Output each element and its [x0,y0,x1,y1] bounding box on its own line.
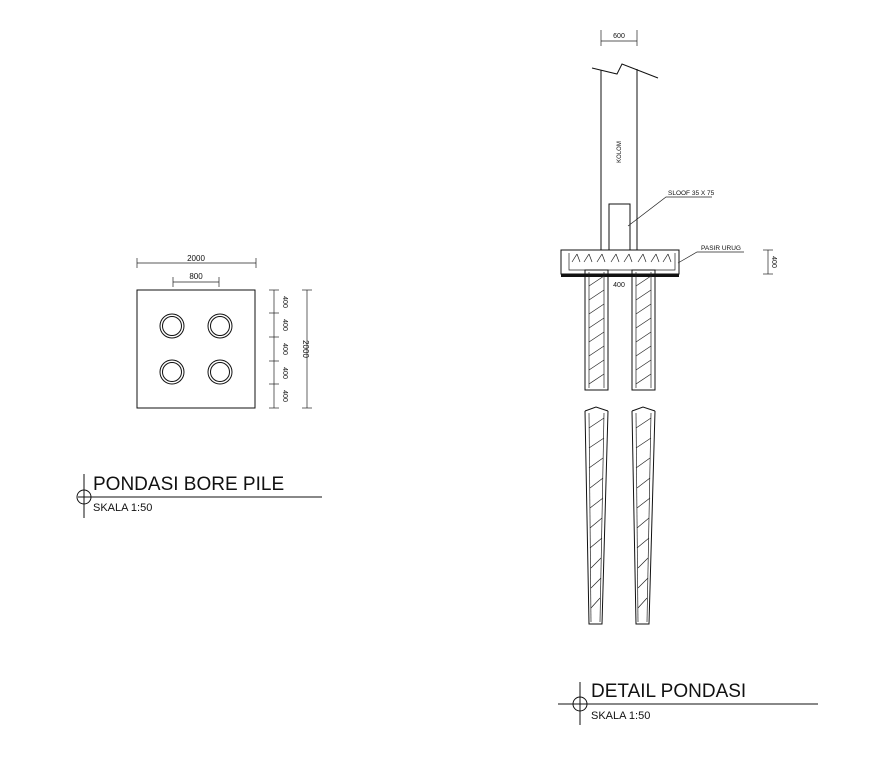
plan-scale: SKALA 1:50 [93,502,152,514]
pile-cap-section [560,249,680,277]
bore-pile-4-inner [210,362,230,382]
dim-spacing: 800 [172,272,220,287]
dim-side-5: 400 [281,390,288,402]
bore-pile-1 [159,313,185,339]
dim-side-chain: 400 400 400 400 400 [269,289,288,409]
bore-pile-left-upper [584,269,609,391]
column: KOLOM [591,63,659,250]
plan-title: PONDASI BORE PILE [93,474,284,495]
dim-side-1: 400 [281,296,288,308]
detail-title-block: DETAIL PONDASI SKALA 1:50 [558,681,818,725]
bore-pile-3-inner [162,362,182,382]
dim-spacing-label: 800 [189,272,203,281]
sloof-beam [608,203,631,251]
bore-pile-circles [159,313,233,385]
plan-view: 2000 800 [76,254,322,518]
detail-view: 600 KOLOM SLOOF 35 X 75 [558,30,818,725]
dim-column-label: 600 [613,33,625,40]
detail-scale: SKALA 1:50 [591,710,650,722]
bore-pile-2-inner [210,316,230,336]
lean-concrete-layer [561,274,679,277]
dim-side-3: 400 [281,343,288,355]
dim-width: 2000 [136,254,257,268]
dim-width-label: 2000 [187,254,205,263]
sand-leader [677,251,744,264]
bore-pile-2 [207,313,233,339]
column-label: KOLOM [617,141,623,163]
pile-cap-plan [136,289,256,409]
sloof-leader [627,196,712,227]
bore-pile-right-lower [631,406,656,625]
dim-column: 600 [600,30,638,46]
dim-cap-label: 400 [770,256,777,268]
dim-cap: 400 [763,249,777,275]
dim-height: 2000 [301,289,312,409]
sloof-label: SLOOF 35 X 75 [668,190,715,197]
dim-height-label: 2000 [301,340,310,358]
plan-title-block: PONDASI BORE PILE SKALA 1:50 [76,474,322,518]
bore-pile-4 [207,359,233,385]
bore-pile-right-upper [631,269,656,391]
bore-pile-1-inner [162,316,182,336]
dim-pile-label: 400 [613,282,625,289]
dim-side-4: 400 [281,367,288,379]
sand-label: PASIR URUG [701,245,741,252]
bore-pile-3 [159,359,185,385]
detail-title: DETAIL PONDASI [591,681,746,702]
bore-pile-left-lower [584,406,609,625]
dim-side-2: 400 [281,319,288,331]
